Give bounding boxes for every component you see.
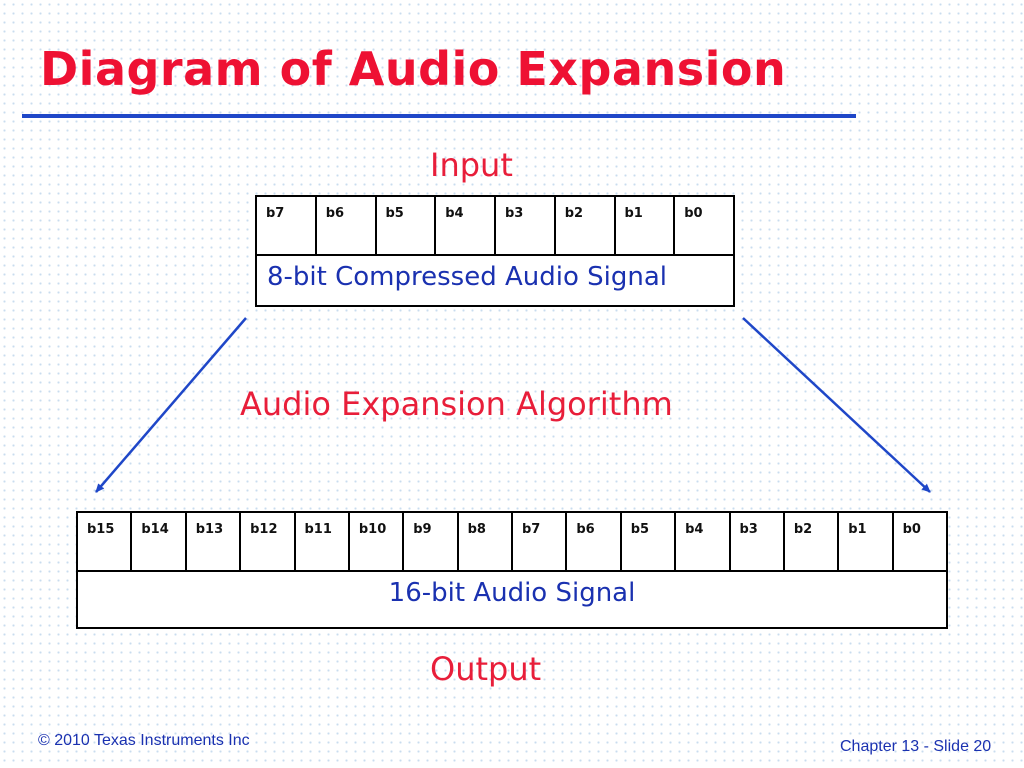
bit-cell: b2 [785,513,840,570]
bit-cell: b12 [241,513,296,570]
bit-cell: b3 [731,513,785,570]
bit-cell: b15 [78,513,133,570]
bit-cell: b6 [567,513,622,570]
bit-cell: b11 [296,513,350,570]
slide-number: Chapter 13 - Slide 20 [840,738,992,755]
bit-cell: b6 [317,197,377,254]
copyright-text: © 2010 Texas Instruments Inc [38,732,250,749]
left-arrow [95,317,247,493]
bit-cell: b10 [350,513,405,570]
bit-cell: b4 [436,197,496,254]
output-caption: 16-bit Audio Signal [388,578,636,608]
bit-cell: b7 [513,513,568,570]
bit-cell: b8 [459,513,513,570]
bit-cell: b1 [616,197,676,254]
bit-cell: b13 [187,513,242,570]
bit-cell: b14 [132,513,187,570]
bit-cell: b5 [377,197,437,254]
bit-cell: b0 [902,522,921,537]
algorithm-label: Audio Expansion Algorithm [240,385,673,423]
bit-cell: b7 [257,197,317,254]
output-label: Output [430,650,542,688]
bit-cell: b2 [556,197,616,254]
right-arrow [742,317,931,493]
bit-cell: b3 [496,197,556,254]
input-caption: 8-bit Compressed Audio Signal [267,262,668,292]
bit-cell: b0 [684,206,703,221]
bit-cell: b5 [622,513,677,570]
bit-cell: b1 [839,513,894,570]
bit-cell: b9 [404,513,459,570]
bit-cell: b4 [676,513,731,570]
title-underline [22,114,856,118]
slide-title: Diagram of Audio Expansion [40,42,787,96]
input-label: Input [430,146,513,184]
